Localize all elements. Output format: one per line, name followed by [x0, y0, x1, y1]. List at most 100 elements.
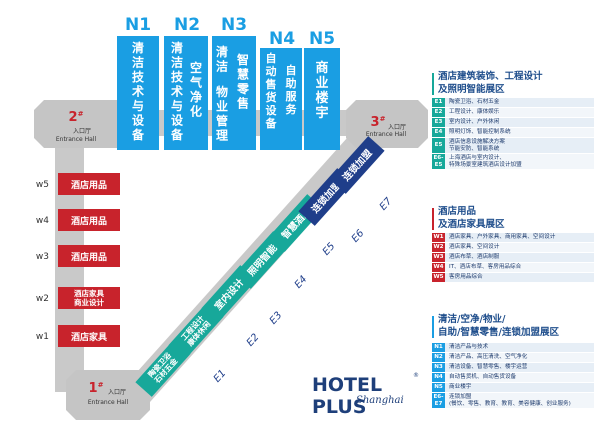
legend-2-row-code: W3 — [432, 253, 445, 262]
hall-n2[interactable]: N2 清洁技术与设备 空气净化 — [164, 15, 208, 150]
legend-3-row-code: N5 — [432, 383, 445, 392]
hotel-plus-logo: HOTEL PLUS Shanghai ® — [312, 372, 420, 418]
hall-n2-label-1: 清洁技术与设备 — [170, 40, 184, 142]
logo-main: HOTEL PLUS — [312, 374, 383, 418]
entrance-3-cn: 入口厅 — [388, 124, 406, 131]
hall-n4-label-1: 自动售货设备 — [265, 51, 278, 130]
entrance-hall-2[interactable]: 2# 入口厅 Entrance Hall — [34, 100, 128, 148]
legend-3-title: 清洁/空净/物业/ 自助/智慧零售/连锁加盟展区 — [438, 313, 600, 339]
legend-1-title-line2: 及照明智能展区 — [438, 84, 505, 95]
hall-n3-label-1: 清洁 — [216, 44, 228, 74]
entrance-2-number: 2 — [69, 110, 78, 125]
entrance-3-mark: # — [380, 115, 386, 123]
legend-1-row: E2 工程设计、康体娱乐 — [432, 108, 594, 117]
hall-n2-label-2: 空气净化 — [189, 60, 202, 119]
svg-text:3#: 3# — [371, 115, 386, 130]
legend-2-row: W3 酒店布草、酒店制服 — [432, 253, 594, 262]
entrance-3-en: Entrance Hall — [366, 131, 407, 138]
entrance-3-number: 3 — [371, 115, 380, 130]
legend-2-bar — [432, 208, 434, 230]
hall-n3-number: N3 — [221, 15, 247, 35]
hall-n1-number: N1 — [125, 15, 151, 35]
hall-w4[interactable]: w4 酒店用品 — [36, 209, 120, 231]
legend-3-row-text: 自动售货机、自动售货设备 — [449, 374, 517, 380]
logo-reg: ® — [413, 372, 419, 379]
hall-n4-label-2: 自助服务 — [286, 63, 298, 116]
entrance-1-number: 1 — [89, 381, 98, 396]
hall-w2-label: 酒店家具 — [74, 288, 104, 298]
hall-w2-label: 商业设计 — [74, 297, 104, 307]
legend-3-row-code: N4 — [432, 373, 445, 382]
hall-w5-code: w5 — [36, 180, 49, 190]
legend-2-title-line2: 及酒店家具展区 — [438, 219, 505, 230]
hall-n1[interactable]: N1 清洁技术与设备 — [117, 15, 159, 150]
hall-w4-code: w4 — [36, 216, 49, 226]
legend-2-row-code: W4 — [432, 263, 445, 272]
hall-w1-code: w1 — [36, 332, 49, 342]
svg-text:2#: 2# — [69, 110, 84, 125]
legend-2-row-text: 酒店家具、空间设计 — [449, 244, 500, 250]
legend-1-title: 酒店建筑装饰、工程设计 及照明智能展区 — [438, 70, 600, 96]
legend-1-row-code: E6-E5 — [432, 154, 445, 169]
legend-1-row-text: 照明灯饰、智能控制系统 — [449, 129, 511, 135]
hall-w4-label: 酒店用品 — [71, 215, 107, 227]
hall-w3-label: 酒店用品 — [71, 251, 107, 263]
legend-2-row-text: 酒店布草、酒店制服 — [449, 254, 500, 260]
entrance-hall-3[interactable]: 3# 入口厅 Entrance Hall — [346, 100, 428, 148]
legend-2-row: W4 IT、酒店布草、客房用品综合 — [432, 263, 594, 272]
hall-n3[interactable]: N3 清洁 物业管理 智慧零售 — [212, 15, 256, 150]
legend-1-row-text: 室内设计、户外休闲 — [449, 119, 500, 125]
legend-1-row-code: E3 — [432, 118, 445, 127]
hall-n5[interactable]: N5 商业楼宇 — [304, 29, 340, 150]
legend-1-row-code: E4 — [432, 128, 445, 137]
legend-1-row-code: E1 — [432, 98, 445, 107]
hall-w1[interactable]: w1 酒店家具 — [36, 325, 120, 347]
legend-2-row: W2 酒店家具、空间设计 — [432, 243, 594, 252]
legend-3-row-code: N3 — [432, 363, 445, 372]
legend-2-row-code: W5 — [432, 273, 445, 282]
legend-1-row-code: E2 — [432, 108, 445, 117]
legend-3-row-text: 清洁产品与技术 — [449, 344, 489, 350]
entrance-1-cn: 入口厅 — [108, 389, 126, 396]
hall-w1-label: 酒店家具 — [71, 331, 107, 343]
logo-sub: Shanghai — [356, 395, 404, 406]
legend-1-row: E4 照明灯饰、智能控制系统 — [432, 128, 594, 137]
legend-3-title-line1: 清洁/空净/物业/ — [438, 314, 506, 325]
legend-1-row-text: 酒店信息设施解决方案 节能安防、智能系统 — [449, 138, 505, 152]
legend-3-row: N3 清洁设备、智慧零售、楼宇运营 — [432, 363, 594, 372]
legend-1-row: E1 陶瓷卫浴、石材五金 — [432, 98, 594, 107]
legend-1-bar — [432, 73, 434, 95]
legend-1-row-text: 工程设计、康体娱乐 — [449, 109, 500, 115]
entrance-1-mark: # — [98, 381, 104, 389]
legend-2-row-code: W2 — [432, 243, 445, 252]
hall-n3-label-3: 智慧零售 — [236, 52, 250, 111]
hall-n4[interactable]: N4 自动售货设备 自助服务 — [260, 29, 302, 150]
legend-3-row-text: 清洁产品、高压清洗、空气净化 — [449, 354, 528, 360]
entrance-2-cn: 入口厅 — [73, 128, 91, 135]
hall-n1-label: 清洁技术与设备 — [131, 40, 145, 142]
legend-2-row-text: 客房用品综合 — [449, 274, 483, 280]
legend-3-row-text: 连锁加盟 (餐饮、零售、教育、教育、美容健康、创业服务) — [449, 393, 571, 407]
legend-1-title-line1: 酒店建筑装饰、工程设计 — [438, 71, 543, 82]
legend-2-title-line1: 酒店用品 — [438, 206, 477, 217]
entrance-2-en: Entrance Hall — [56, 136, 97, 143]
entrance-hall-1[interactable]: 1# 入口厅 Entrance Hall — [66, 370, 150, 420]
hall-n5-label: 商业楼宇 — [315, 60, 328, 121]
legend-1-row-text: 陶瓷卫浴、石材五金 — [449, 99, 500, 105]
legend-2-row-text: IT、酒店布草、客房用品综合 — [449, 264, 522, 270]
legend-3-row-text: 清洁设备、智慧零售、楼宇运营 — [449, 364, 528, 370]
legend-3-bar — [432, 316, 434, 338]
legend-2-title: 酒店用品 及酒店家具展区 — [438, 205, 600, 231]
hall-w2-code: w2 — [36, 294, 49, 304]
